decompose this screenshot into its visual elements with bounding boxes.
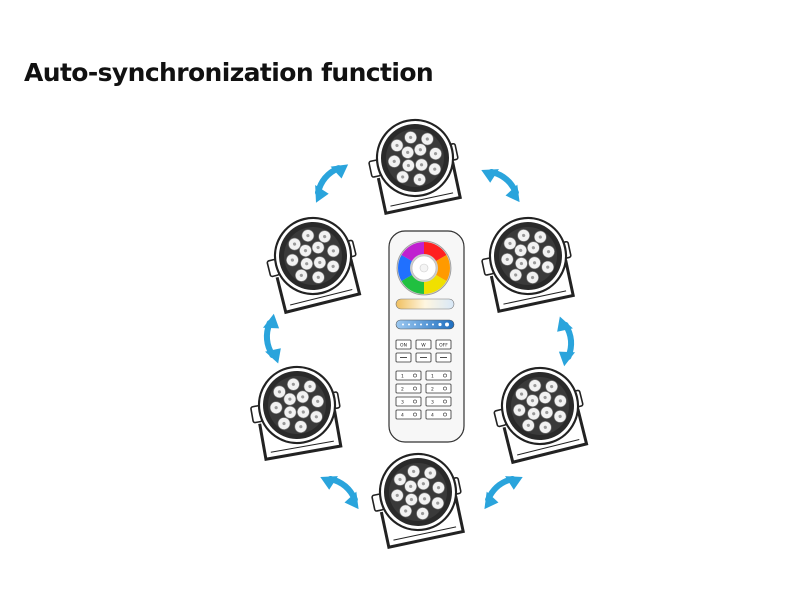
sync-arrow-icon xyxy=(479,161,528,205)
fixture-lower-right xyxy=(484,357,594,466)
zone-1-label: 1 xyxy=(431,374,434,380)
zone-3-label: 3 xyxy=(401,400,404,406)
page-title: Auto-synchronization function xyxy=(24,58,434,87)
remote-w-button[interactable]: W xyxy=(415,339,432,350)
remote-off-button[interactable]: OFF xyxy=(435,339,452,350)
zone-1-off-button[interactable]: 1 xyxy=(425,370,452,381)
zone-1-on-button[interactable]: 1 xyxy=(395,370,422,381)
remote-w-label: W xyxy=(421,343,426,349)
color-wheel-icon xyxy=(396,240,452,296)
remote-mode-button[interactable] xyxy=(395,352,412,363)
sync-arrow-icon xyxy=(318,468,367,512)
zone-4-label: 4 xyxy=(431,413,434,419)
color-temperature-bar xyxy=(395,298,455,310)
zone-4-label: 4 xyxy=(401,413,404,419)
zone-4-off-button[interactable]: 4 xyxy=(425,409,452,420)
fixture-top xyxy=(360,110,468,217)
remote-on-button[interactable]: ON xyxy=(395,339,412,350)
zone-3-label: 3 xyxy=(431,400,434,406)
remote-mode-button[interactable] xyxy=(435,352,452,363)
remote-off-label: OFF xyxy=(439,343,448,349)
fixture-upper-right xyxy=(473,208,581,315)
fixture-upper-left xyxy=(257,207,367,316)
zone-2-label: 2 xyxy=(431,387,434,393)
zone-4-on-button[interactable]: 4 xyxy=(395,409,422,420)
zone-3-off-button[interactable]: 3 xyxy=(425,396,452,407)
zone-3-on-button[interactable]: 3 xyxy=(395,396,422,407)
sync-arrow-icon xyxy=(307,157,351,206)
zone-2-on-button[interactable]: 2 xyxy=(395,383,422,394)
zone-1-label: 1 xyxy=(401,374,404,380)
remote-on-label: ON xyxy=(400,343,407,349)
brightness-bar xyxy=(395,319,455,330)
sync-arrow-icon xyxy=(262,313,282,364)
zone-2-off-button[interactable]: 2 xyxy=(425,383,452,394)
fixture-lower-left xyxy=(243,358,349,462)
fixture-bottom xyxy=(363,444,471,551)
sync-arrow-icon xyxy=(477,468,526,512)
zone-2-label: 2 xyxy=(401,387,404,393)
remote-mode-button[interactable] xyxy=(415,352,432,363)
remote-control: ON W OFF 1 xyxy=(388,230,465,443)
remote-zone-buttons: 1 1 2 2 3 xyxy=(395,370,452,420)
sync-arrow-icon xyxy=(556,315,576,366)
